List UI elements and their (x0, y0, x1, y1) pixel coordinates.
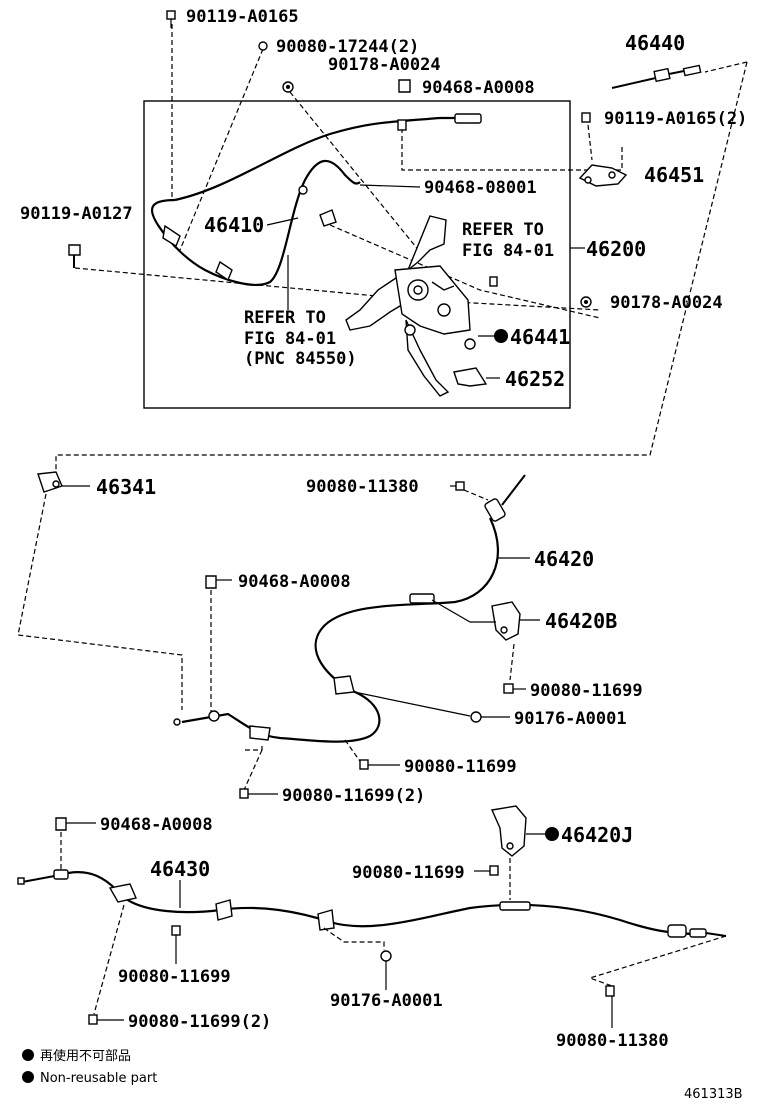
clip-90468-a0008-low (55, 817, 67, 831)
label-90176-a0001-low: 90176-A0001 (330, 991, 443, 1011)
dashed-rail-90178 (289, 91, 421, 253)
bracket-46420b (491, 601, 521, 641)
pad-46252 (453, 367, 488, 387)
label-refer-top-1: REFER TO (462, 220, 544, 240)
label-90080-11380-mid: 90080-11380 (306, 477, 419, 497)
non-reusable-dot-46420j (545, 827, 559, 841)
label-90119-a0165-2: 90119-A0165(2) (604, 109, 747, 129)
dashed-rail-11380-mid (463, 489, 489, 501)
bolt-90080-17244 (258, 41, 268, 51)
bolt-90080-11699-a (503, 683, 514, 694)
bolt-90080-11699-2-low (88, 1014, 98, 1025)
non-reusable-dot-46441 (494, 329, 508, 343)
label-90178-a0024-top: 90178-A0024 (328, 55, 441, 75)
label-46200: 46200 (586, 237, 646, 261)
label-46252: 46252 (505, 367, 565, 391)
nut-90178-a0024-right (580, 296, 592, 308)
legend-dot-japanese (22, 1049, 34, 1061)
dashed-rail-11380-low (588, 935, 727, 987)
cable-46430 (17, 869, 727, 938)
label-46341: 46341 (96, 475, 156, 499)
label-46420: 46420 (534, 547, 594, 571)
label-90468-08001: 90468-08001 (424, 178, 537, 198)
dashed-rail-11699-2-mid (243, 745, 263, 791)
leader-90176-a0001-mid (353, 691, 471, 717)
label-90080-11699-d: 90080-11699 (118, 967, 231, 987)
dashed-rail-left-top (179, 48, 264, 251)
dashed-rail-46341-down (17, 493, 183, 710)
dashed-rail-46441 (329, 224, 601, 319)
bracket-46420j (490, 805, 527, 857)
dashed-rail-90119-a0127 (74, 267, 601, 311)
dashed-line-46420b (431, 599, 496, 623)
label-46440: 46440 (625, 31, 685, 55)
label-90178-a0024-right: 90178-A0024 (610, 293, 723, 313)
nut-90178-a0024-top (282, 81, 294, 93)
dashed-rail-46451 (587, 124, 593, 161)
legend-english: Non-reusable part (40, 1071, 157, 1086)
dashed-rail-90176-low (323, 927, 385, 950)
label-90119-a0165-top: 90119-A0165 (186, 7, 299, 27)
pedal-assembly-46200 (345, 215, 498, 397)
nut-90176-a0001-low (380, 950, 392, 962)
label-refer-left-2: FIG 84-01 (244, 329, 336, 349)
bolt-90080-11699-c (489, 865, 499, 876)
dashed-rail-46420b-bolt (509, 643, 515, 681)
dashed-rail-46440 (704, 61, 748, 73)
label-90468-a0008-top: 90468-A0008 (422, 78, 535, 98)
cable-46420 (173, 474, 526, 743)
label-90080-11699-2-mid: 90080-11699(2) (282, 786, 425, 806)
bracket-46451 (578, 112, 628, 187)
figure-code: 461313B (684, 1087, 743, 1102)
dashed-rail-11699-2-low (93, 904, 125, 1015)
dashed-rail-bracket (401, 128, 623, 171)
label-46420b: 46420B (545, 609, 617, 633)
leader-90468-08001 (359, 184, 421, 188)
dashed-rail-11699-b (344, 739, 363, 765)
label-46441: 46441 (510, 325, 570, 349)
label-90080-17244: 90080-17244(2) (276, 37, 419, 57)
label-90468-a0008-low: 90468-A0008 (100, 815, 213, 835)
leader-46410 (266, 217, 299, 226)
label-90119-a0127: 90119-A0127 (20, 204, 133, 224)
bolt-90119-a0165-top (166, 10, 176, 28)
clip-90468-a0008-top (398, 79, 411, 93)
dashed-rail-right (55, 61, 748, 482)
bolt-90080-11699-b (359, 759, 369, 770)
label-90080-11699-b: 90080-11699 (404, 757, 517, 777)
label-90080-11699-2-low: 90080-11699(2) (128, 1012, 271, 1032)
label-90080-11699-c: 90080-11699 (352, 863, 465, 883)
label-90176-a0001-mid: 90176-A0001 (514, 709, 627, 729)
legend-japanese: 再使用不可部品 (40, 1048, 131, 1064)
label-46451: 46451 (644, 163, 704, 187)
label-refer-top-2: FIG 84-01 (462, 241, 554, 261)
label-46420j: 46420J (561, 823, 633, 847)
assembly-frame (143, 100, 571, 409)
legend-dot-english (22, 1071, 34, 1083)
bracket-46341 (37, 471, 63, 493)
label-90080-11380-low: 90080-11380 (556, 1031, 669, 1051)
bolt-90080-11380-mid (455, 481, 465, 491)
nut-90176-a0001-mid (470, 711, 482, 723)
label-90080-11699-a: 90080-11699 (530, 681, 643, 701)
label-refer-left-3: (PNC 84550) (244, 349, 357, 369)
bolt-90080-11699-2-mid (239, 788, 249, 799)
cable-46410 (150, 113, 482, 286)
label-46430: 46430 (150, 857, 210, 881)
nut-46441 (464, 338, 476, 350)
label-46410: 46410 (204, 213, 264, 237)
clip-90468-a0008-mid (205, 575, 217, 589)
label-refer-left-1: REFER TO (244, 308, 326, 328)
bolt-90080-11699-d (171, 925, 181, 936)
bolt-90119-a0127 (68, 244, 81, 268)
label-90468-a0008-mid: 90468-A0008 (238, 572, 351, 592)
bolt-90080-11380-low (605, 985, 615, 997)
cable-46440 (611, 64, 702, 89)
